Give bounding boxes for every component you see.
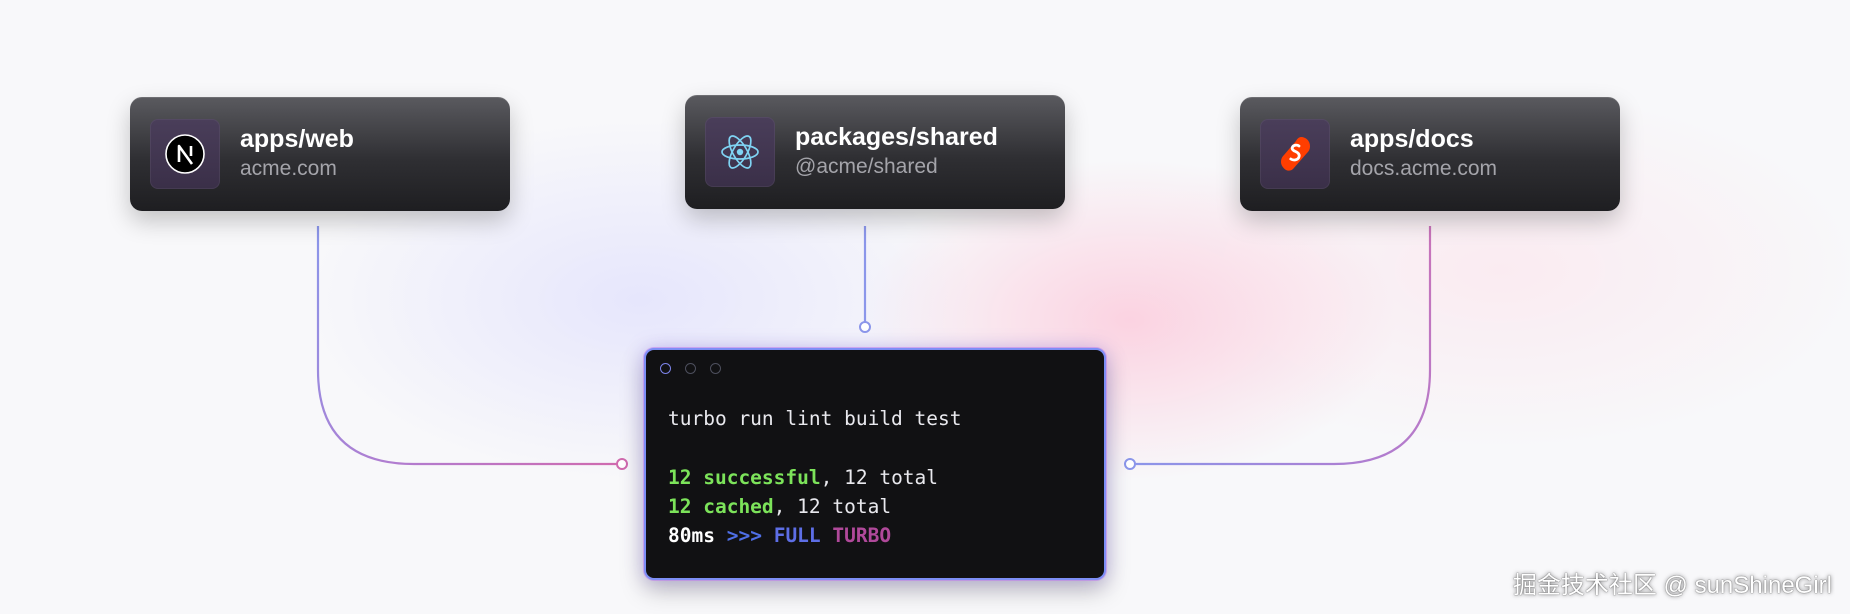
turbo-arrows: >>> [726,524,762,547]
package-title: apps/web [240,125,354,153]
package-card-web: apps/web acme.com [130,97,510,211]
nextjs-icon [165,134,205,174]
package-subtitle: docs.acme.com [1350,157,1498,180]
cached-count: 12 cached [668,495,774,518]
terminal-line-successful: 12 successful, 12 total [668,466,938,489]
wire-shared-end-dot [859,321,871,333]
wire-docs-end-dot [1124,458,1136,470]
turbo-label: TURBO [832,524,892,547]
wire-web-to-terminal [316,226,622,466]
terminal-line-time: 80ms >>> FULL TURBO [668,524,891,547]
success-count: 12 successful [668,466,821,489]
package-icon-box [150,119,220,189]
terminal-command: turbo run lint build test [668,407,962,430]
package-icon-box [1260,119,1330,189]
package-subtitle: acme.com [240,157,337,180]
window-dot-icon [685,363,696,374]
package-title: apps/docs [1350,125,1474,153]
svelte-icon [1281,137,1310,171]
package-title: packages/shared [795,123,998,151]
success-total: , 12 total [820,466,939,489]
terminal-window: turbo run lint build test 12 successful,… [644,348,1106,580]
watermark: 掘金技术社区 @ sunShineGirl [1512,572,1832,599]
wire-docs-to-terminal [1130,226,1432,466]
cached-total: , 12 total [773,495,892,518]
terminal-line-cached: 12 cached, 12 total [668,495,891,518]
window-dot-icon [710,363,721,374]
full-label: FULL [773,524,821,547]
package-card-shared: packages/shared @acme/shared [685,95,1065,209]
react-icon [721,135,759,169]
package-icon-box [705,117,775,187]
run-time: 80ms [668,524,715,547]
window-dot-icon [660,363,671,374]
package-subtitle: @acme/shared [795,155,938,178]
package-card-docs: apps/docs docs.acme.com [1240,97,1620,211]
wire-web-end-dot [616,458,628,470]
